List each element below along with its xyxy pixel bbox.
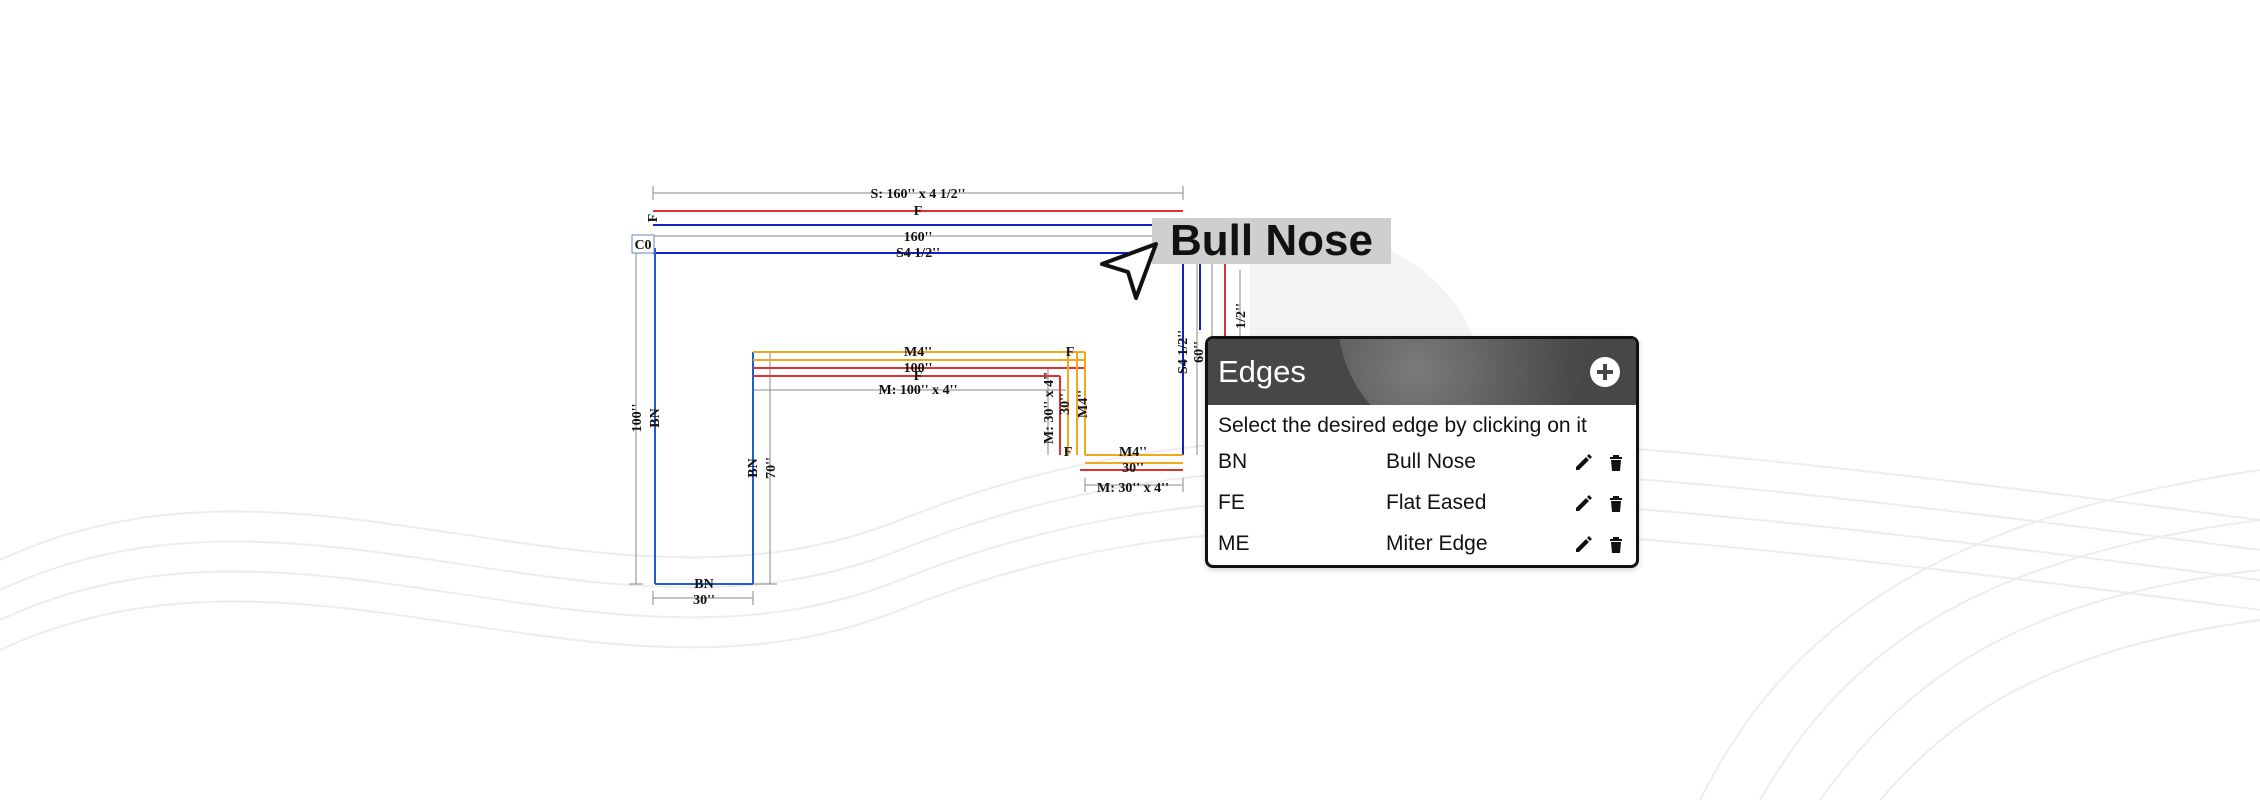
header-gloss bbox=[1338, 339, 1598, 405]
edge-name: Miter Edge bbox=[1386, 532, 1488, 555]
top-length-label: 160'' bbox=[904, 230, 933, 245]
edge-hover-tooltip: Bull Nose bbox=[1152, 218, 1391, 264]
left-f-label: F bbox=[646, 214, 661, 223]
drop-m4-label: M4'' bbox=[1076, 390, 1091, 418]
panel-title: Edges bbox=[1218, 354, 1306, 389]
bottom-bn-label: BN bbox=[694, 577, 713, 592]
drop-f-label: F bbox=[1064, 445, 1073, 460]
inner-length-label: 70'' bbox=[764, 457, 779, 479]
inner-bn-label: BN bbox=[746, 458, 761, 477]
edge-code: FE bbox=[1218, 491, 1245, 514]
trash-icon[interactable] bbox=[1606, 534, 1626, 554]
pencil-icon[interactable] bbox=[1574, 452, 1594, 472]
inner-f-label: F bbox=[914, 369, 923, 384]
step-miter-label: M: 30'' x 4'' bbox=[1097, 481, 1169, 496]
inner-length-100-label: 100'' bbox=[904, 361, 933, 376]
edges-panel-header: Edges bbox=[1208, 339, 1636, 405]
top-s4-label: S4 1/2'' bbox=[896, 246, 940, 261]
edges-panel: Edges Select the desired edge by clickin… bbox=[1205, 336, 1639, 568]
corner-marker[interactable] bbox=[631, 234, 655, 254]
pencil-icon[interactable] bbox=[1574, 493, 1594, 513]
edge-name: Bull Nose bbox=[1386, 450, 1476, 473]
edge-code: ME bbox=[1218, 532, 1250, 555]
right-s4-label: S4 1/2'' bbox=[1176, 330, 1191, 374]
step-length-label: 30'' bbox=[1122, 461, 1144, 476]
top-f-label: F bbox=[914, 204, 923, 219]
trash-icon[interactable] bbox=[1606, 452, 1626, 472]
inner-m4-label: M4'' bbox=[904, 345, 932, 360]
step-m4-label: M4'' bbox=[1119, 445, 1147, 460]
right-length-label: 60'' bbox=[1192, 341, 1207, 363]
trash-icon[interactable] bbox=[1606, 493, 1626, 513]
drop-miter-label: M: 30'' x 4'' bbox=[1042, 372, 1057, 444]
top-splash-label: S: 160'' x 4 1/2'' bbox=[871, 187, 966, 202]
left-length-label: 100'' bbox=[630, 404, 645, 433]
right-half-label: 1/2'' bbox=[1234, 303, 1249, 329]
bottom-length-label: 30'' bbox=[693, 593, 715, 608]
pencil-icon[interactable] bbox=[1574, 534, 1594, 554]
edge-row-fe[interactable]: FE Flat Eased bbox=[1208, 482, 1636, 523]
left-bn-label: BN bbox=[648, 408, 663, 427]
panel-instructions: Select the desired edge by clicking on i… bbox=[1218, 414, 1587, 437]
inner-f2-label: F bbox=[1066, 345, 1075, 360]
corner-label: C0 bbox=[634, 238, 651, 253]
drop-length-label: 30'' bbox=[1058, 393, 1073, 415]
edge-name: Flat Eased bbox=[1386, 491, 1487, 514]
add-edge-button[interactable] bbox=[1590, 357, 1620, 387]
edge-row-bn[interactable]: BN Bull Nose bbox=[1208, 441, 1636, 482]
navigation-arrow-icon bbox=[1100, 242, 1158, 300]
edge-row-me[interactable]: ME Miter Edge bbox=[1208, 523, 1636, 564]
inner-miter-label: M: 100'' x 4'' bbox=[879, 383, 958, 398]
edge-code: BN bbox=[1218, 450, 1248, 473]
